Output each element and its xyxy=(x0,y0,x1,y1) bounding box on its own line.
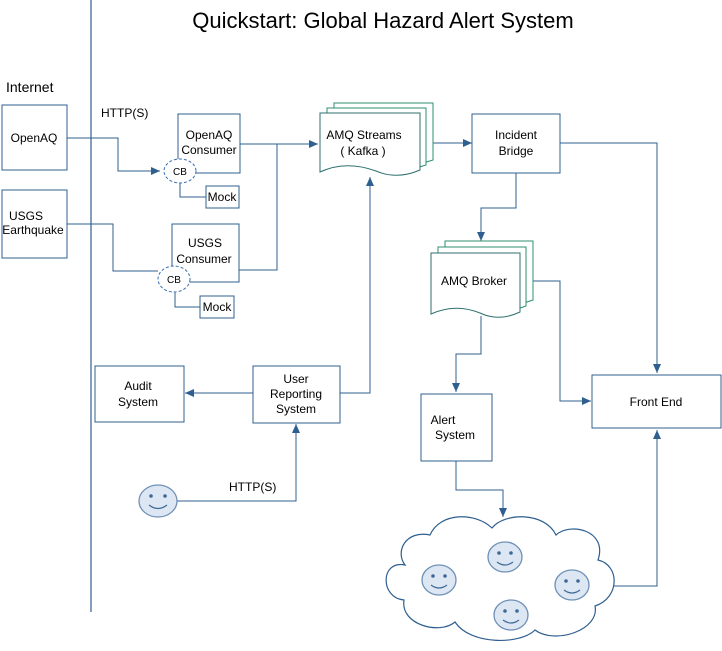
svg-text:USGS: USGS xyxy=(9,209,43,223)
edge-bridge-to-frontend xyxy=(560,142,661,373)
user-protocol-label: HTTP(S) xyxy=(229,480,276,494)
node-front-end: Front End xyxy=(591,374,722,429)
internet-label: Internet xyxy=(6,79,54,95)
circuit-breaker-usgs: CB xyxy=(157,265,191,293)
svg-text:OpenAQ: OpenAQ xyxy=(186,128,233,142)
user-face-2-icon xyxy=(487,541,523,573)
svg-text:Audit: Audit xyxy=(124,379,152,393)
edge-broker-to-frontend xyxy=(533,280,591,405)
openaq-protocol-label: HTTP(S) xyxy=(101,106,148,120)
svg-text:Incident: Incident xyxy=(495,128,538,142)
svg-text:Bridge: Bridge xyxy=(499,144,534,158)
edge-usgs-to-consumer xyxy=(67,223,158,272)
node-amq-broker: AMQ Broker xyxy=(430,240,534,318)
svg-text:CB: CB xyxy=(167,275,181,286)
node-amq-streams: AMQ Streams ( Kafka ) xyxy=(319,102,434,176)
edge-bridge-to-broker xyxy=(477,173,517,241)
node-openaq: OpenAQ xyxy=(1,104,68,171)
edge-users-frontend xyxy=(599,430,661,590)
diagram-title: Quickstart: Global Hazard Alert System xyxy=(192,8,573,33)
svg-text:Front End: Front End xyxy=(630,395,683,409)
svg-text:OpenAQ: OpenAQ xyxy=(11,131,58,145)
svg-text:CB: CB xyxy=(173,167,187,178)
svg-text:System: System xyxy=(118,395,158,409)
mock-openaq: Mock xyxy=(205,185,240,209)
svg-text:System: System xyxy=(435,428,475,442)
svg-text:System: System xyxy=(276,402,316,416)
edge-broker-to-alert xyxy=(452,316,482,392)
svg-text:Mock: Mock xyxy=(203,300,233,314)
node-incident-bridge: Incident Bridge xyxy=(471,113,561,174)
svg-text:AMQ Broker: AMQ Broker xyxy=(441,274,507,288)
node-usgs-earthquake: USGS Earthquake xyxy=(1,189,68,259)
node-alert-system: Alert System xyxy=(420,393,493,462)
edge-reporting-to-streams xyxy=(340,177,374,394)
svg-text:Earthquake: Earthquake xyxy=(2,223,64,237)
svg-text:Mock: Mock xyxy=(208,190,238,204)
svg-text:User: User xyxy=(283,372,308,386)
svg-text:Consumer: Consumer xyxy=(181,143,236,157)
user-face-3-icon xyxy=(554,569,590,601)
svg-text:USGS: USGS xyxy=(188,236,222,250)
edge-user-to-reporting xyxy=(177,424,300,502)
edge-openaq-to-consumer xyxy=(67,137,160,175)
node-user-reporting-system: User Reporting System xyxy=(252,365,341,424)
svg-text:Consumer: Consumer xyxy=(176,252,231,266)
user-face-1-icon xyxy=(421,564,457,596)
svg-text:AMQ Streams: AMQ Streams xyxy=(326,128,401,142)
svg-text:Alert: Alert xyxy=(431,413,456,427)
edge-usgs-consumer-to-streams xyxy=(239,144,278,271)
users-cloud xyxy=(385,516,615,641)
reporting-user-icon xyxy=(138,484,178,518)
svg-text:( Kafka ): ( Kafka ) xyxy=(340,144,385,158)
user-face-4-icon xyxy=(493,599,529,631)
edge-alert-to-users xyxy=(455,461,507,517)
edge-cb-to-mock-openaq xyxy=(179,183,206,198)
mock-usgs: Mock xyxy=(199,295,235,319)
node-usgs-consumer: USGS Consumer xyxy=(171,223,240,283)
edge-cb-to-mock-usgs xyxy=(174,290,200,308)
node-audit-system: Audit System xyxy=(94,365,185,423)
svg-text:Reporting: Reporting xyxy=(270,387,322,401)
circuit-breaker-openaq: CB xyxy=(163,158,197,184)
